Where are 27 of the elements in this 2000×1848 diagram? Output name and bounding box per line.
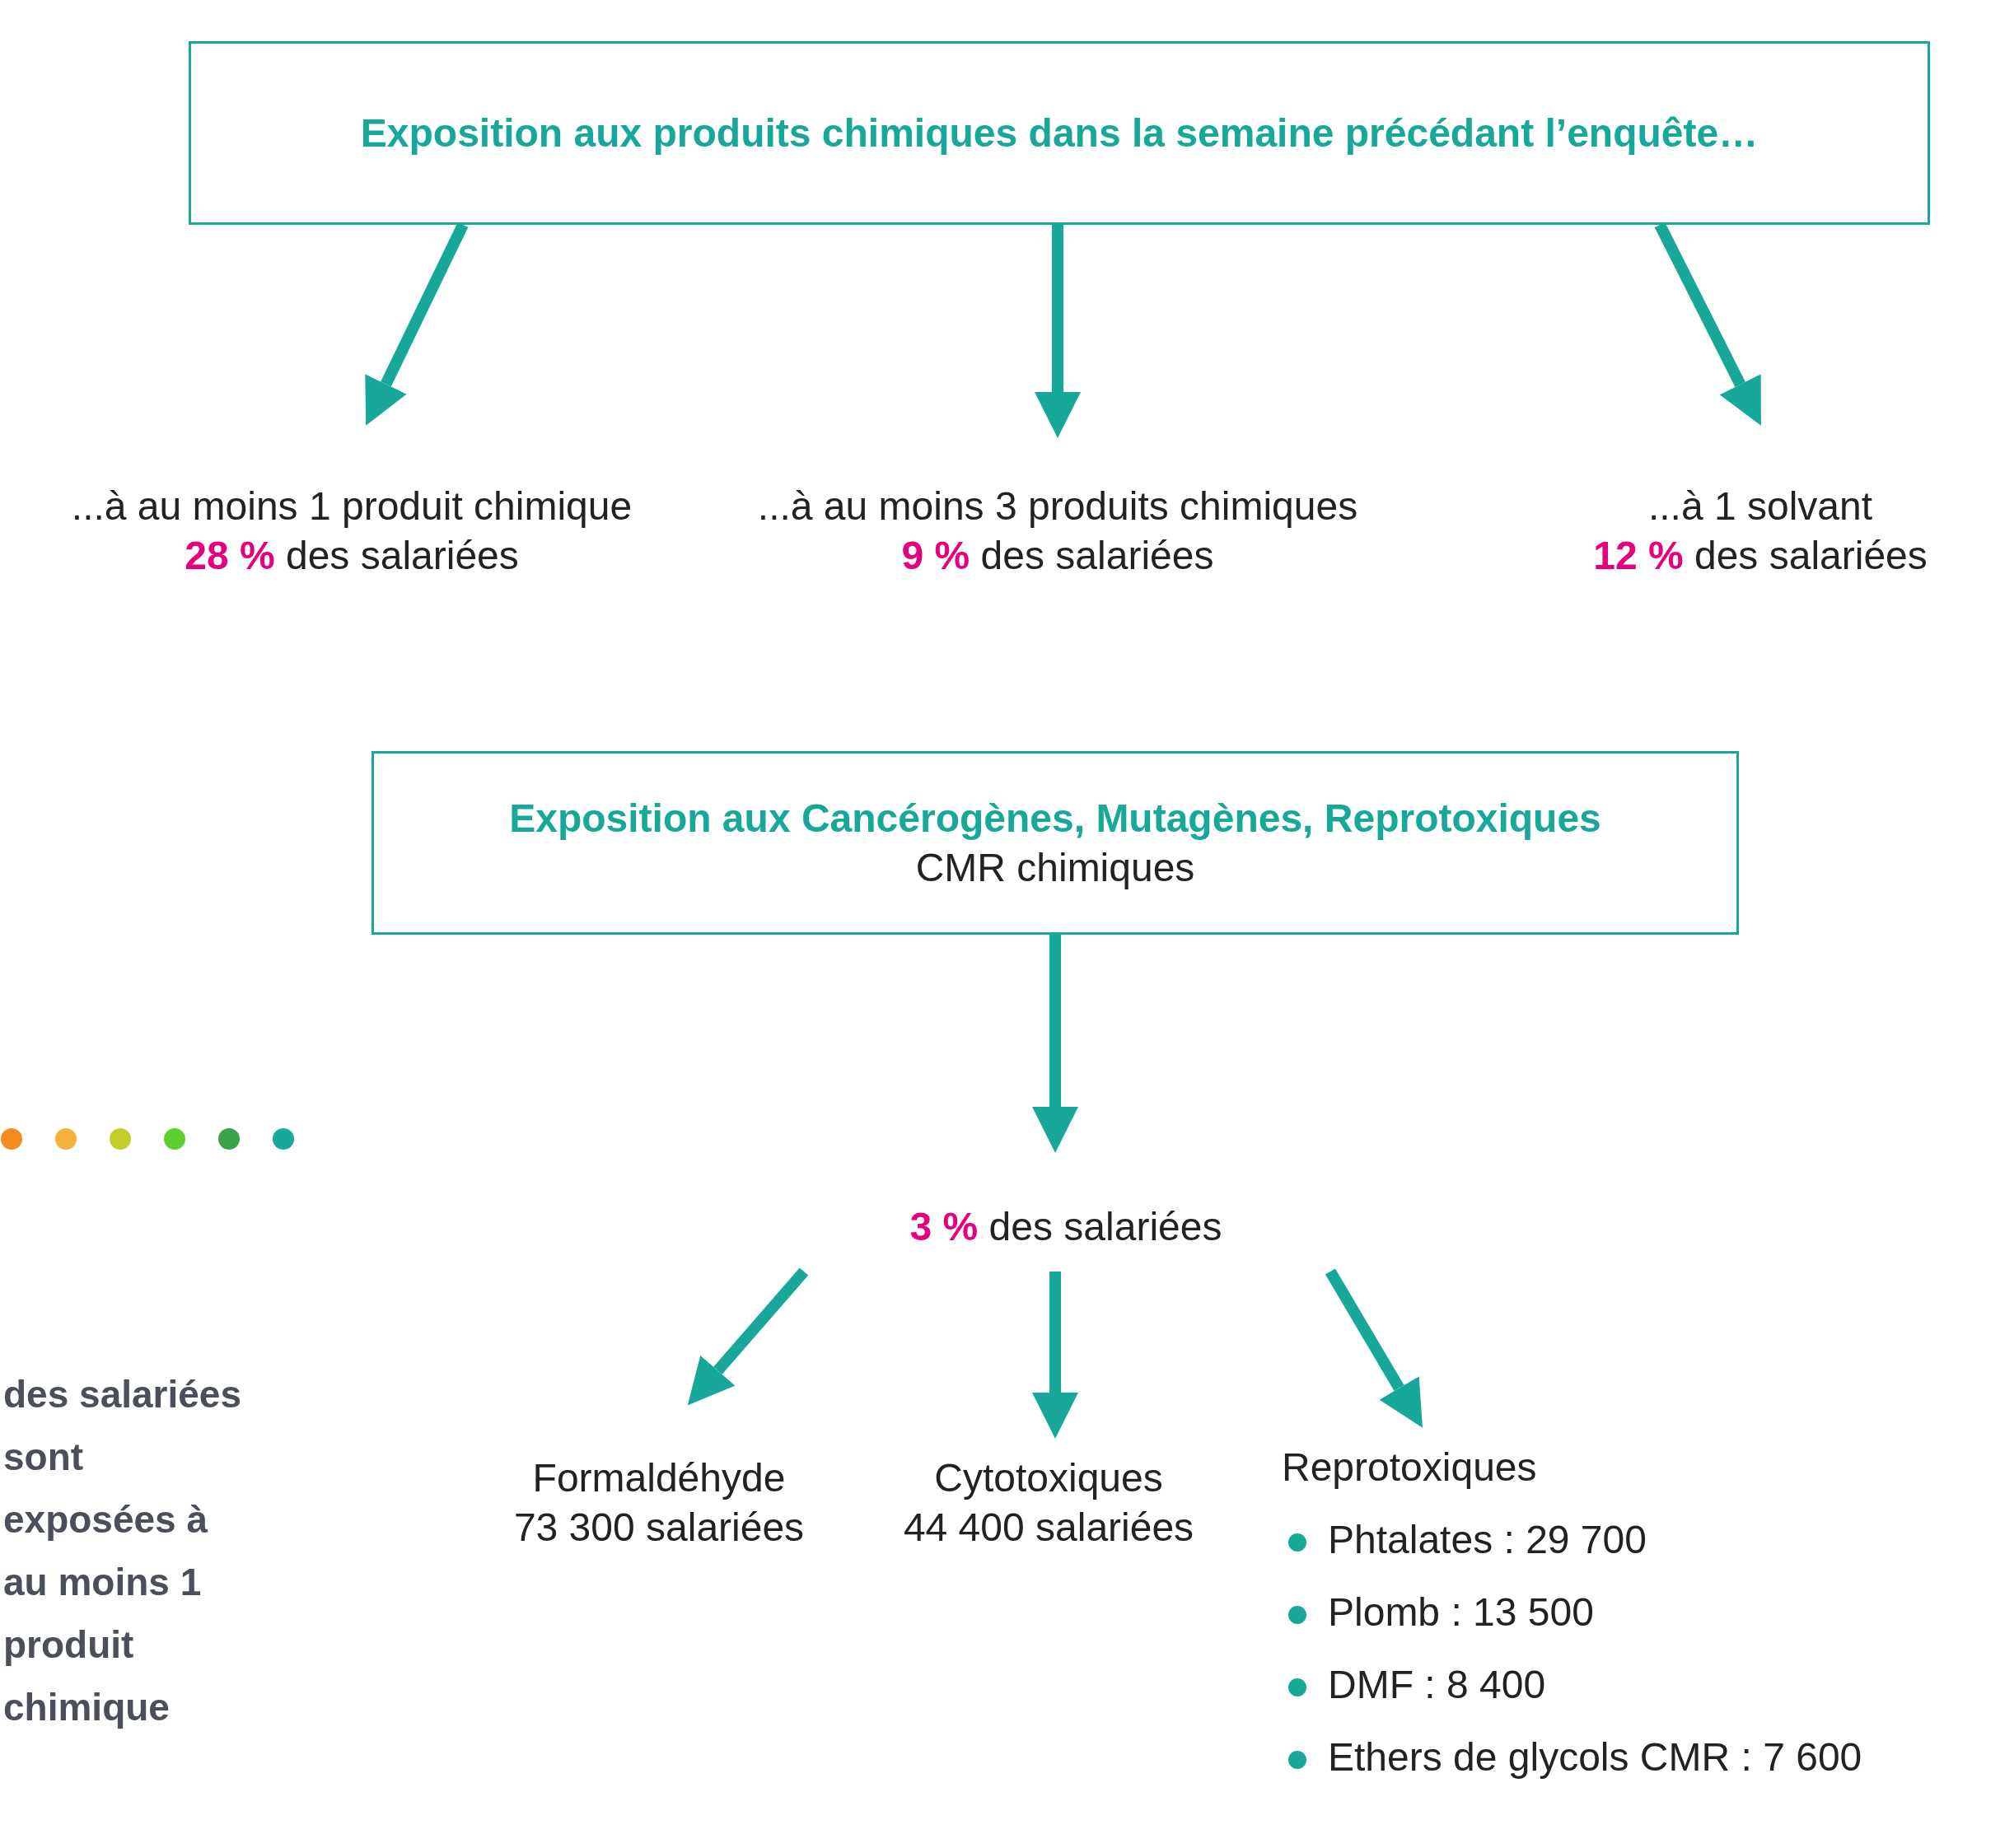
label-text: Formaldéhyde xyxy=(531,1455,787,1501)
bullet-item: Phtalates : 29 700 xyxy=(1282,1504,1862,1576)
heading: Exposition aux produits chimiques dans la semaine précédant l’enquête… xyxy=(360,110,1759,156)
stat-text: 9 % des salariées xyxy=(900,533,1215,579)
arrow xyxy=(1325,1268,1423,1428)
arrow xyxy=(1032,935,1078,1153)
stat-text: CMR chimiques xyxy=(915,844,1195,891)
stat-text: 44 400 salariées xyxy=(902,1505,1195,1551)
arrow xyxy=(687,1267,809,1406)
side-note: des salariées sont exposées à au moins 1 produit chimique xyxy=(3,1372,242,1730)
stat-text: 28 % des salariées xyxy=(184,533,520,579)
bullet-item: DMF : 8 400 xyxy=(1282,1649,1862,1721)
heading: Exposition aux Cancérogènes, Mutagènes, Reprotoxiques xyxy=(509,795,1601,842)
bullet-item: Ethers de glycols CMR : 7 600 xyxy=(1282,1721,1862,1794)
label-text: Reprotoxiques xyxy=(1282,1444,1538,1491)
label-text: ...à au moins 1 produit chimique xyxy=(70,483,633,530)
stat-text: 73 300 salariées xyxy=(512,1505,806,1551)
stat-text: 12 % des salariées xyxy=(1592,533,1928,579)
title-box xyxy=(189,41,1930,225)
label-text: Cytotoxiques xyxy=(933,1455,1164,1501)
bullet-item: Plomb : 13 500 xyxy=(1282,1576,1862,1649)
label-text: 3 % des salariées xyxy=(909,1204,1223,1250)
label-text: ...à 1 solvant xyxy=(1647,483,1874,530)
label-text: ...à au moins 3 produits chimiques xyxy=(756,483,1359,530)
arrow xyxy=(1035,225,1081,438)
title-box xyxy=(371,751,1739,935)
arrow xyxy=(1032,1272,1078,1439)
